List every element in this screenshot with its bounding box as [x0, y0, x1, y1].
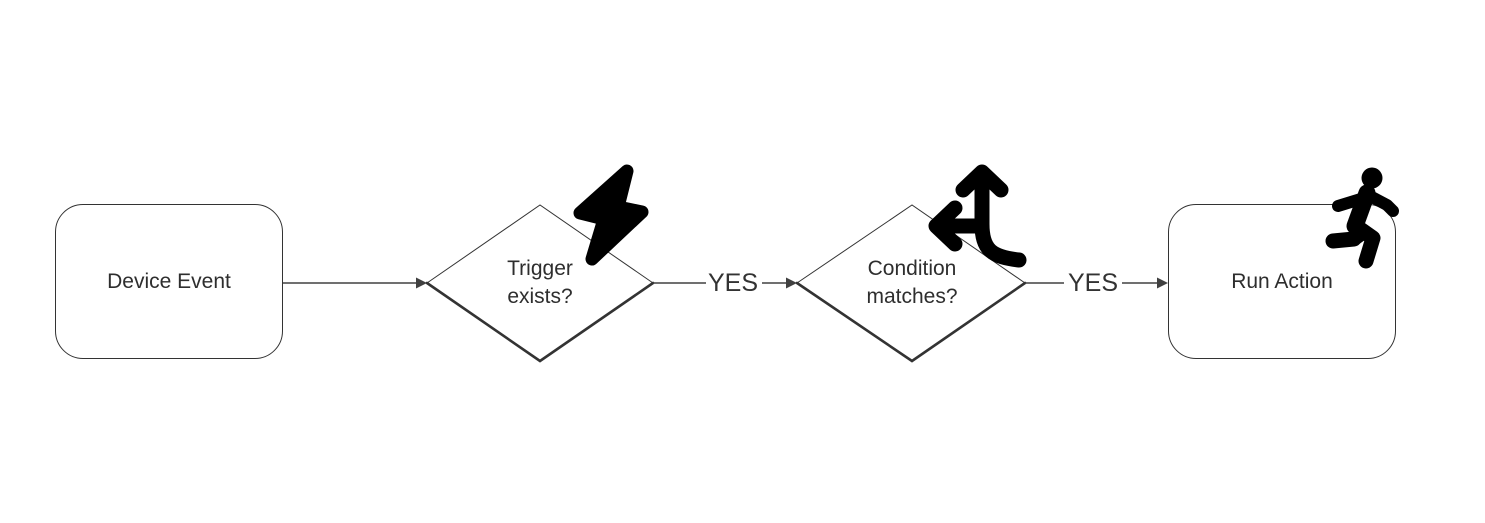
- node-label-condition-matches: Condition matches?: [866, 257, 958, 308]
- edge-label-yes-2: YES: [1067, 269, 1119, 297]
- edge-label-yes-1: YES: [707, 269, 759, 297]
- node-label-run-action: Run Action: [1231, 269, 1333, 293]
- node-label-trigger-exists: Trigger exists?: [507, 257, 573, 308]
- arrows-split-up-and-left-icon: [928, 164, 1027, 268]
- person-running-icon: [1325, 167, 1399, 269]
- arrowhead-icon: [416, 277, 427, 289]
- node-device-event: Device Event: [55, 204, 283, 359]
- node-trigger-exists: Trigger exists?: [480, 247, 600, 319]
- node-label-device-event: Device Event: [107, 269, 231, 293]
- arrowhead-icon: [786, 277, 797, 289]
- arrowhead-icon: [1157, 277, 1168, 289]
- bolt-icon: [573, 164, 649, 266]
- node-condition-matches: Condition matches?: [852, 247, 972, 319]
